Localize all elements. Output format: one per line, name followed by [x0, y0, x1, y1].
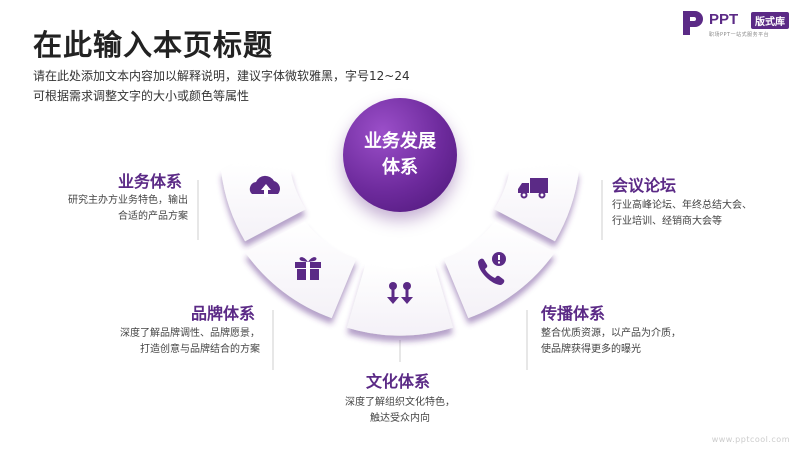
center-circle: 业务发展 体系 [343, 98, 457, 212]
item-desc-line: 合适的产品方案 [118, 211, 188, 222]
page-title: 在此输入本页标题 [33, 28, 274, 62]
segment-meeting [494, 163, 579, 242]
item-title-communication: 传播体系 [541, 304, 606, 323]
center-title-line-1: 业务发展 [364, 131, 436, 152]
item-title-culture: 文化体系 [366, 372, 431, 391]
gift-icon [295, 257, 321, 280]
item-title-brand: 品牌体系 [191, 304, 256, 323]
item-desc-line: 研究主办方业务特色，输出 [68, 195, 188, 206]
item-desc-business: 研究主办方业务特色，输出 合适的产品方案 [68, 193, 188, 225]
item-desc-culture: 深度了解组织文化特色， 触达受众内向 [300, 395, 500, 427]
cloud-upload-icon [249, 175, 280, 197]
item-title-business: 业务体系 [118, 172, 183, 191]
item-desc-communication: 整合优质资源，以产品为介质， 使品牌获得更多的曝光 [541, 326, 681, 358]
truck-icon [518, 178, 548, 199]
item-desc-line: 打造创意与品牌结合的方案 [140, 344, 260, 355]
logo-brand-text: PPT [709, 11, 739, 28]
item-desc-line: 行业高峰论坛、年终总结大会、 [612, 200, 752, 211]
center-title-line-2: 体系 [382, 157, 418, 178]
item-desc-meeting: 行业高峰论坛、年终总结大会、 行业培训、经销商大会等 [612, 198, 752, 230]
subtitle-line-2: 可根据需求调整文字的大小或颜色等属性 [33, 89, 250, 103]
item-title-meeting: 会议论坛 [612, 176, 677, 195]
logo-slogan: 职场PPT一站式服务平台 [709, 32, 770, 38]
phone-alert-icon [478, 252, 506, 285]
item-desc-line: 深度了解组织文化特色， [345, 397, 455, 408]
segment-communication [443, 221, 555, 319]
item-desc-line: 深度了解品牌调性、品牌愿景， [120, 328, 260, 339]
brand-logo: PPT 版式库 职场PPT一站式服务平台 [680, 9, 795, 39]
item-desc-line: 整合优质资源，以产品为介质， [541, 328, 681, 339]
item-desc-line: 行业培训、经销商大会等 [612, 216, 722, 227]
item-desc-brand: 深度了解品牌调性、品牌愿景， 打造创意与品牌结合的方案 [120, 326, 260, 358]
segment-business [221, 163, 306, 242]
footer-url: www.pptcool.com [711, 435, 790, 444]
up-down-arrows-icon [387, 282, 413, 304]
page-subtitle: 请在此处添加文本内容加以解释说明，建议字体微软雅黑，字号12~24 可根据需求调… [33, 66, 503, 106]
item-desc-line: 触达受众内向 [370, 413, 430, 424]
subtitle-line-1: 请在此处添加文本内容加以解释说明，建议字体微软雅黑，字号12~24 [33, 69, 410, 83]
segment-culture [347, 263, 453, 336]
logo-tag: 版式库 [751, 12, 789, 29]
item-desc-line: 使品牌获得更多的曝光 [541, 344, 641, 355]
logo-mark-icon [683, 11, 703, 35]
